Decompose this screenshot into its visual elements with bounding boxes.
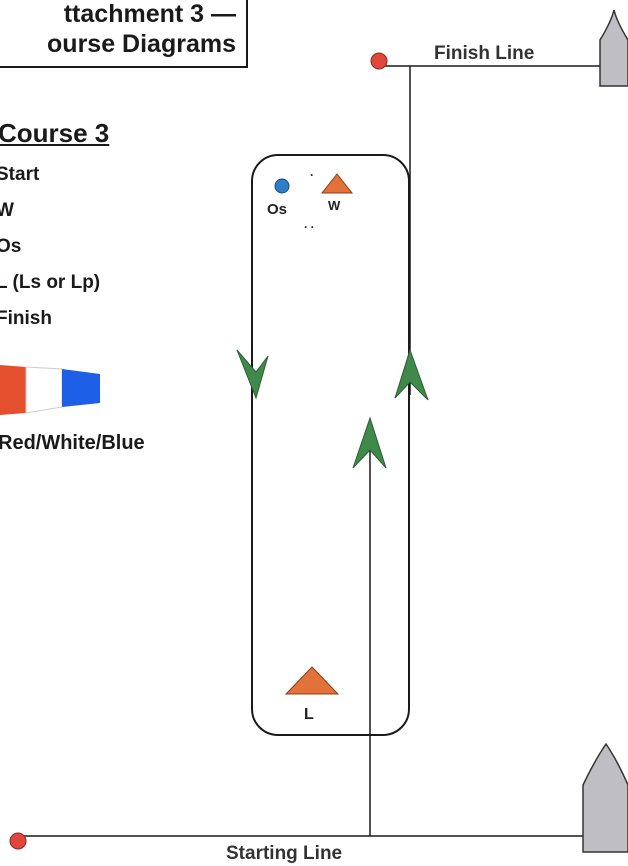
course-loop <box>251 154 410 736</box>
finish-buoy <box>370 52 388 70</box>
starting-line-label: Starting Line <box>226 843 343 864</box>
start-buoy <box>9 832 27 850</box>
course-step: Os <box>0 236 22 257</box>
course-steps: Start W Os L (Ls or Lp) Finish <box>0 163 100 343</box>
arrow-down-icon <box>236 349 269 400</box>
flag-red-band <box>0 365 26 415</box>
start-committee-boat <box>582 742 628 853</box>
dot-decoration: . <box>310 165 313 179</box>
finish-committee-boat <box>599 9 628 87</box>
course-step: Finish <box>0 308 52 329</box>
flag-graphic <box>0 365 100 415</box>
course-step: Start <box>0 164 40 185</box>
leeward-mark-label: L <box>304 706 314 723</box>
arrow-up-icon <box>394 348 429 401</box>
windward-mark-label: W <box>328 198 341 213</box>
finish-line-label: Finish Line <box>434 43 535 64</box>
flag-white-band <box>25 366 63 414</box>
offset-mark <box>274 178 290 194</box>
dots-decoration: . . <box>304 217 314 231</box>
course-title: Course 3 <box>0 118 110 148</box>
leeward-mark <box>284 666 340 695</box>
arrow-up-icon <box>352 416 387 469</box>
windward-mark <box>320 173 354 194</box>
course-step: W <box>0 200 14 221</box>
flag-caption: Red/White/Blue <box>0 432 145 454</box>
flag-blue-band <box>62 369 100 407</box>
title-line-1: ttachment 3 — <box>63 0 236 28</box>
title-line-2: ourse Diagrams <box>47 30 236 58</box>
title-box: ttachment 3 — ourse Diagrams <box>0 0 248 68</box>
offset-mark-label: Os <box>267 201 287 218</box>
course-step: L (Ls or Lp) <box>0 272 101 293</box>
